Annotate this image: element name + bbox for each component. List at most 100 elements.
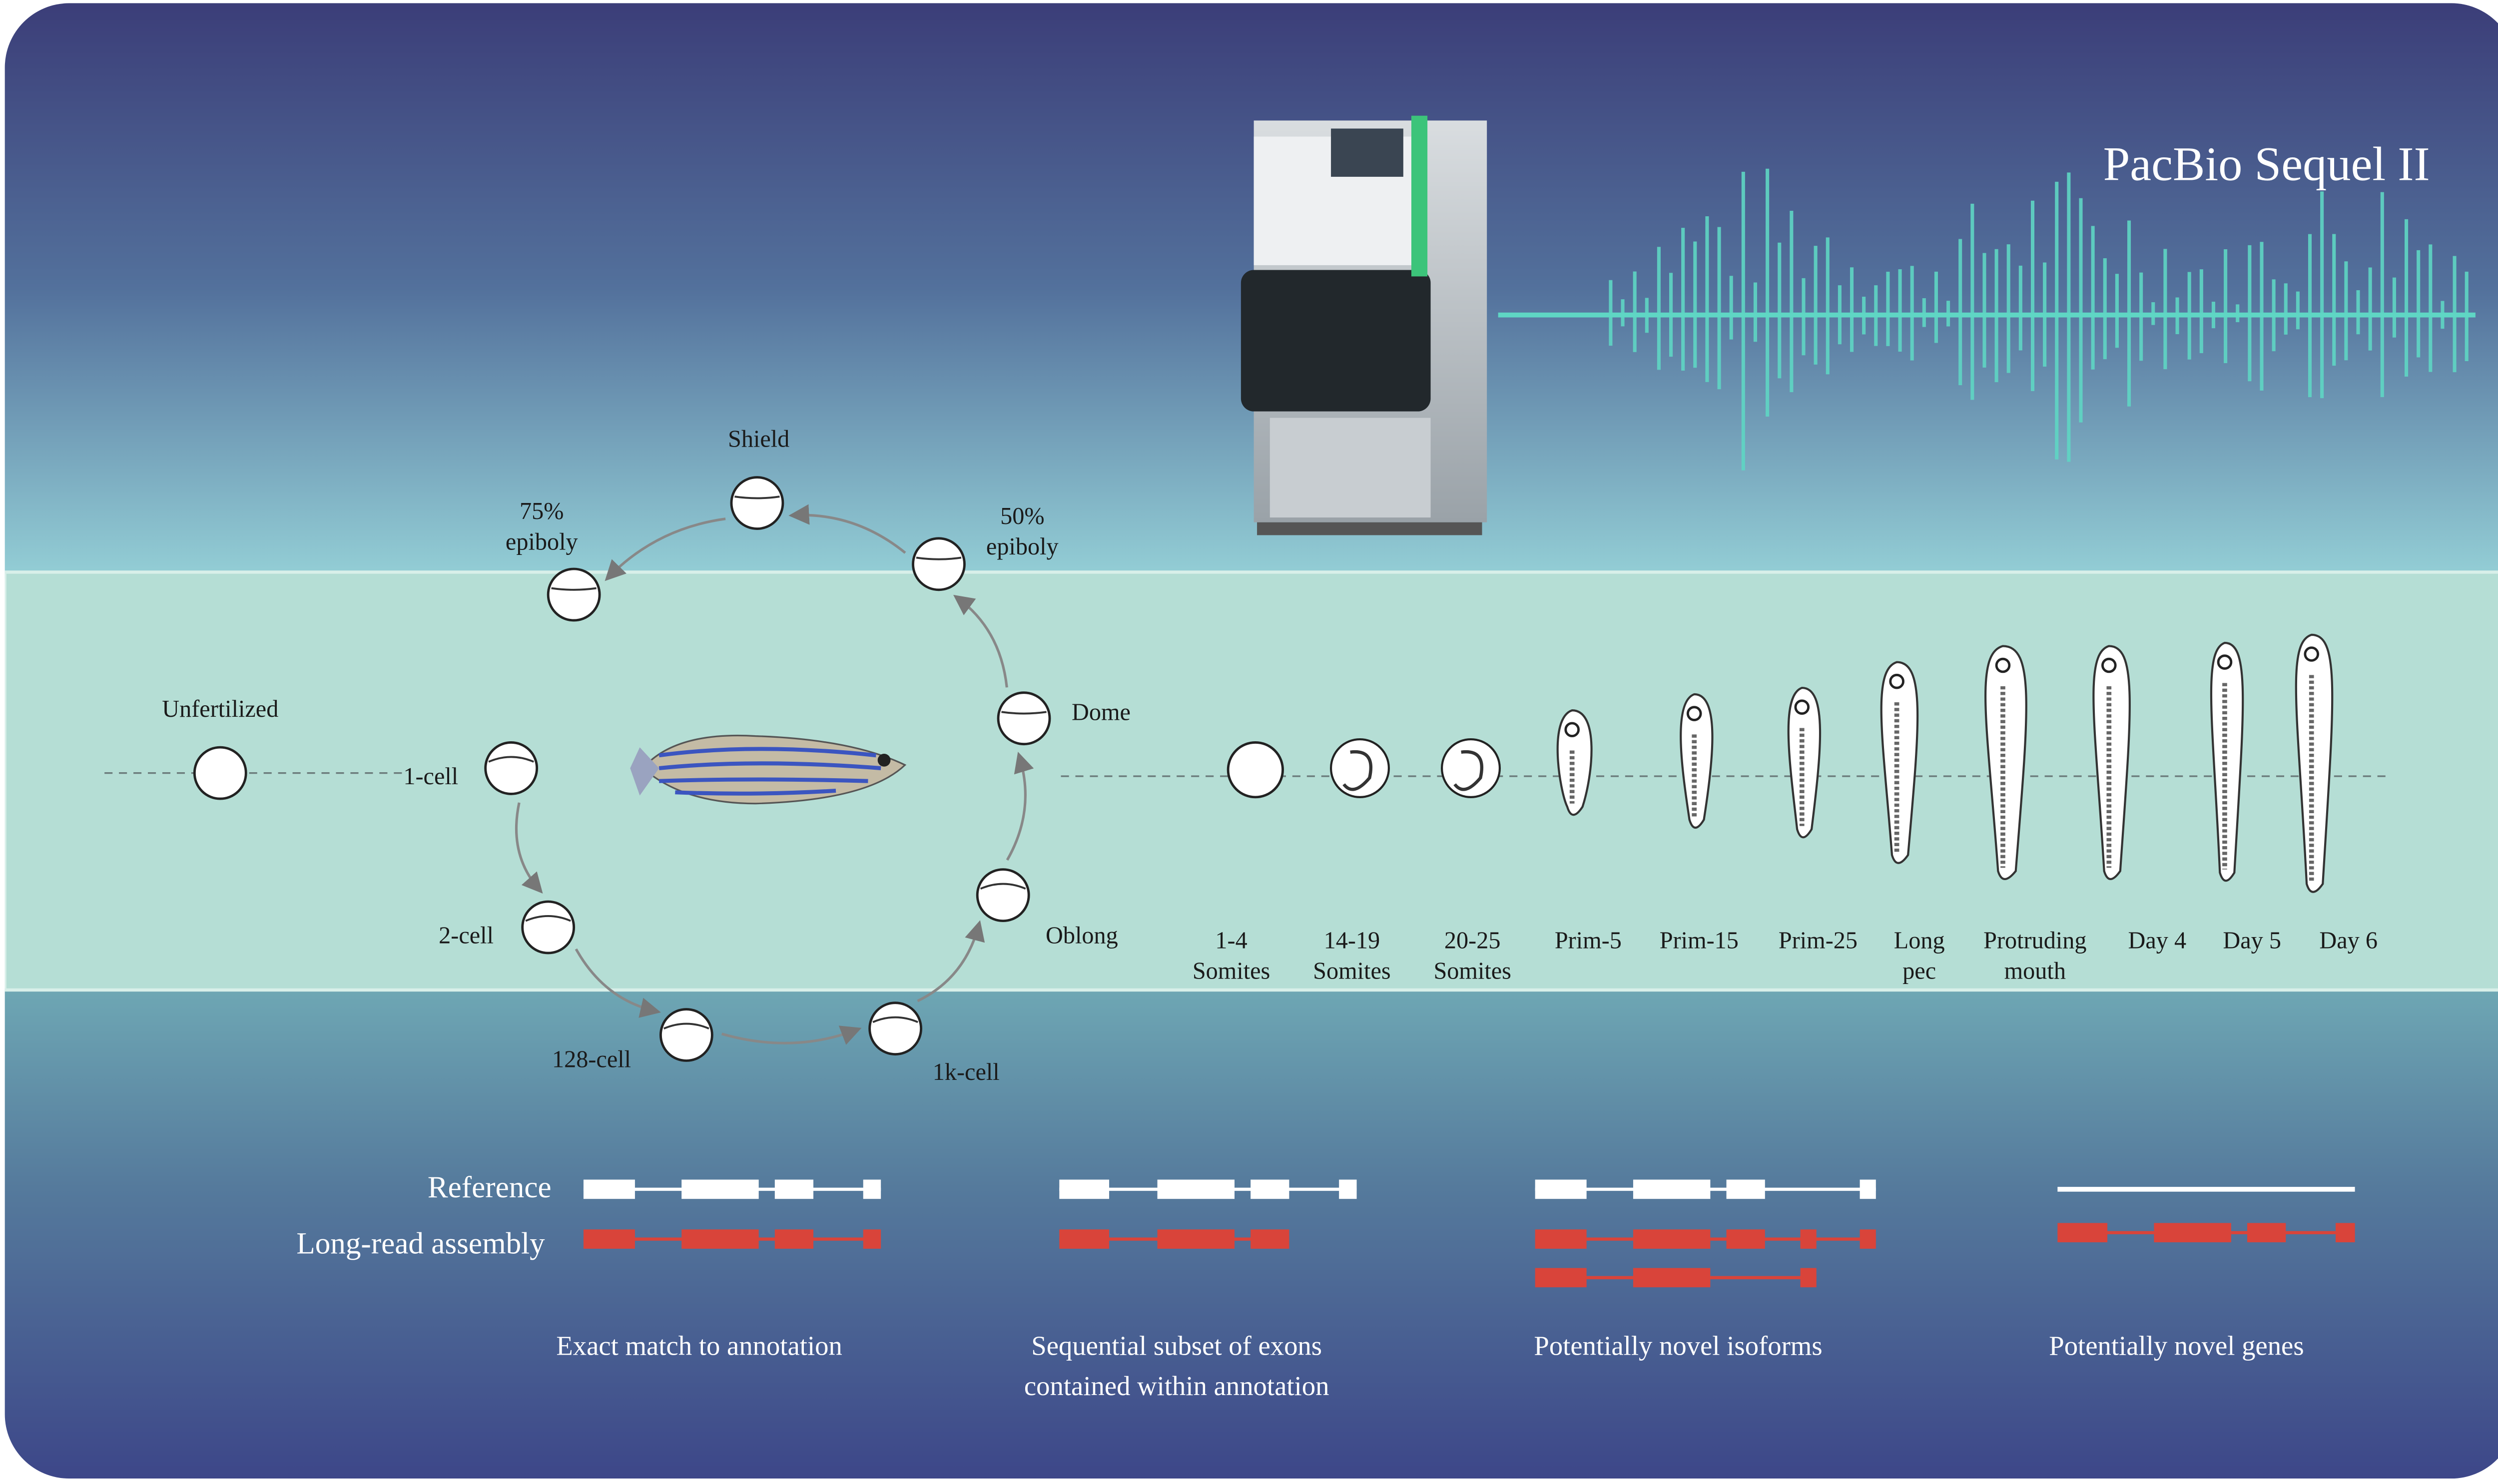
embryo-icon [912,537,966,591]
larva-icon [2092,645,2131,880]
stage-label-line2: mouth [2004,958,2066,984]
stage-label-line2: epiboly [986,533,1059,560]
stage-label: 14-19 [1324,927,1380,954]
exon [681,1179,759,1199]
later-stages: 1-4Somites14-19Somites20-25SomitesPrim-5… [1193,633,2378,984]
larva-icon [1984,645,2027,880]
embryo-body [1342,750,1373,791]
exon [1535,1179,1587,1199]
stage-1k-cell: 1k-cell [868,1001,1000,1085]
embryo-icon [997,691,1051,746]
larva-icon [2295,633,2334,893]
gene-models [583,1179,2355,1288]
embryo-icon [547,567,601,622]
long-read-model-novel-gene [2057,1223,2355,1243]
exon [774,1179,814,1199]
blastoderm-line [663,1022,709,1029]
embryo-icon [868,1001,923,1056]
eye-icon [2304,646,2319,662]
exon [863,1179,881,1199]
eye-icon [1794,699,1810,715]
exon [1157,1229,1235,1249]
caption-subset: Sequential subset of exons [1031,1330,1322,1361]
embryo-icon [193,746,247,800]
caption-subset-line2: contained within annotation [1024,1371,1329,1401]
exon [1800,1229,1817,1249]
eye-icon [2101,657,2117,673]
stage-label: Day 4 [2128,927,2187,954]
embryo-icon [1440,738,1501,798]
reference-model-exact [583,1179,881,1199]
exon [1250,1179,1289,1199]
stage-prim-5: Prim-5 [1555,709,1622,954]
stage-1-cell: 1-cell [403,741,539,795]
stage-label: Oblong [1046,923,1118,949]
exon [1633,1268,1711,1288]
long-read-model-isoform-1 [1535,1229,1876,1249]
stage-label: 75% [520,498,564,524]
stage-day-5: Day 5 [2210,641,2281,954]
stage-label: 20-25 [1444,927,1501,954]
long-read-model-exact [583,1229,881,1249]
embryo-icon [976,868,1030,923]
exon [1157,1179,1235,1199]
stage-label: Unfertilized [162,696,278,722]
exon [583,1179,635,1199]
stage-protruding-mouth: Protruding mouth [1983,645,2087,984]
eye-icon [1889,673,1904,689]
stage-label-line2: pec [1902,958,1936,984]
blastoderm-line [551,587,597,591]
exon [2154,1223,2231,1243]
stage-unfertilized: Unfertilized [162,696,278,800]
stage-label: Prim-5 [1555,927,1622,954]
stage-label: 1-4 [1215,927,1247,954]
reference-model-subset [1059,1179,1357,1199]
exon [1633,1179,1711,1199]
stage-arrow [788,504,906,554]
legend-long-read: Long-read assembly [296,1227,545,1261]
larva-icon [1556,709,1593,816]
blastoderm-line [872,1016,918,1023]
long-read-model-subset [1059,1229,1289,1249]
eye-icon [1564,722,1580,738]
eye-icon [1686,706,1702,721]
exon [681,1229,759,1249]
exon [1860,1229,1876,1249]
exon [1535,1268,1587,1288]
exon [1339,1179,1357,1199]
exon [774,1229,814,1249]
embryo-icon [484,741,539,795]
stage-2-cell: 2-cell [439,900,576,955]
pacbio-sequencer-icon [1241,115,1487,535]
stage-day-6: Day 6 [2295,633,2378,954]
exon [2335,1223,2355,1243]
stage-shield: Shield [728,426,789,530]
exon [1059,1179,1110,1199]
embryo-icon [730,476,784,530]
category-captions: Exact match to annotation Sequential sub… [556,1330,2304,1401]
caption-exact-match: Exact match to annotation [556,1330,842,1361]
larva-icon [1680,693,1714,829]
blastoderm-line [488,756,534,763]
embryo-icon [659,1008,713,1062]
stage-arrow [1006,752,1034,861]
reference-model-isoform [1535,1179,1876,1199]
stage-oblong: Oblong [976,868,1118,949]
waveform-signal [1498,168,2476,471]
stage-75-: 75%epiboly [506,498,601,622]
legend-reference: Reference [428,1171,552,1204]
stage-label: Shield [728,426,789,452]
stage-label: 2-cell [439,923,494,949]
stage-arrow [917,920,985,1002]
machine-title: PacBio Sequel II [2103,137,2430,190]
exon [1726,1179,1765,1199]
caption-novel-isoforms: Potentially novel isoforms [1534,1330,1822,1361]
stage-dome: Dome [997,691,1131,746]
stage-label: Protruding [1983,927,2086,954]
stage-label: Day 5 [2223,927,2281,954]
